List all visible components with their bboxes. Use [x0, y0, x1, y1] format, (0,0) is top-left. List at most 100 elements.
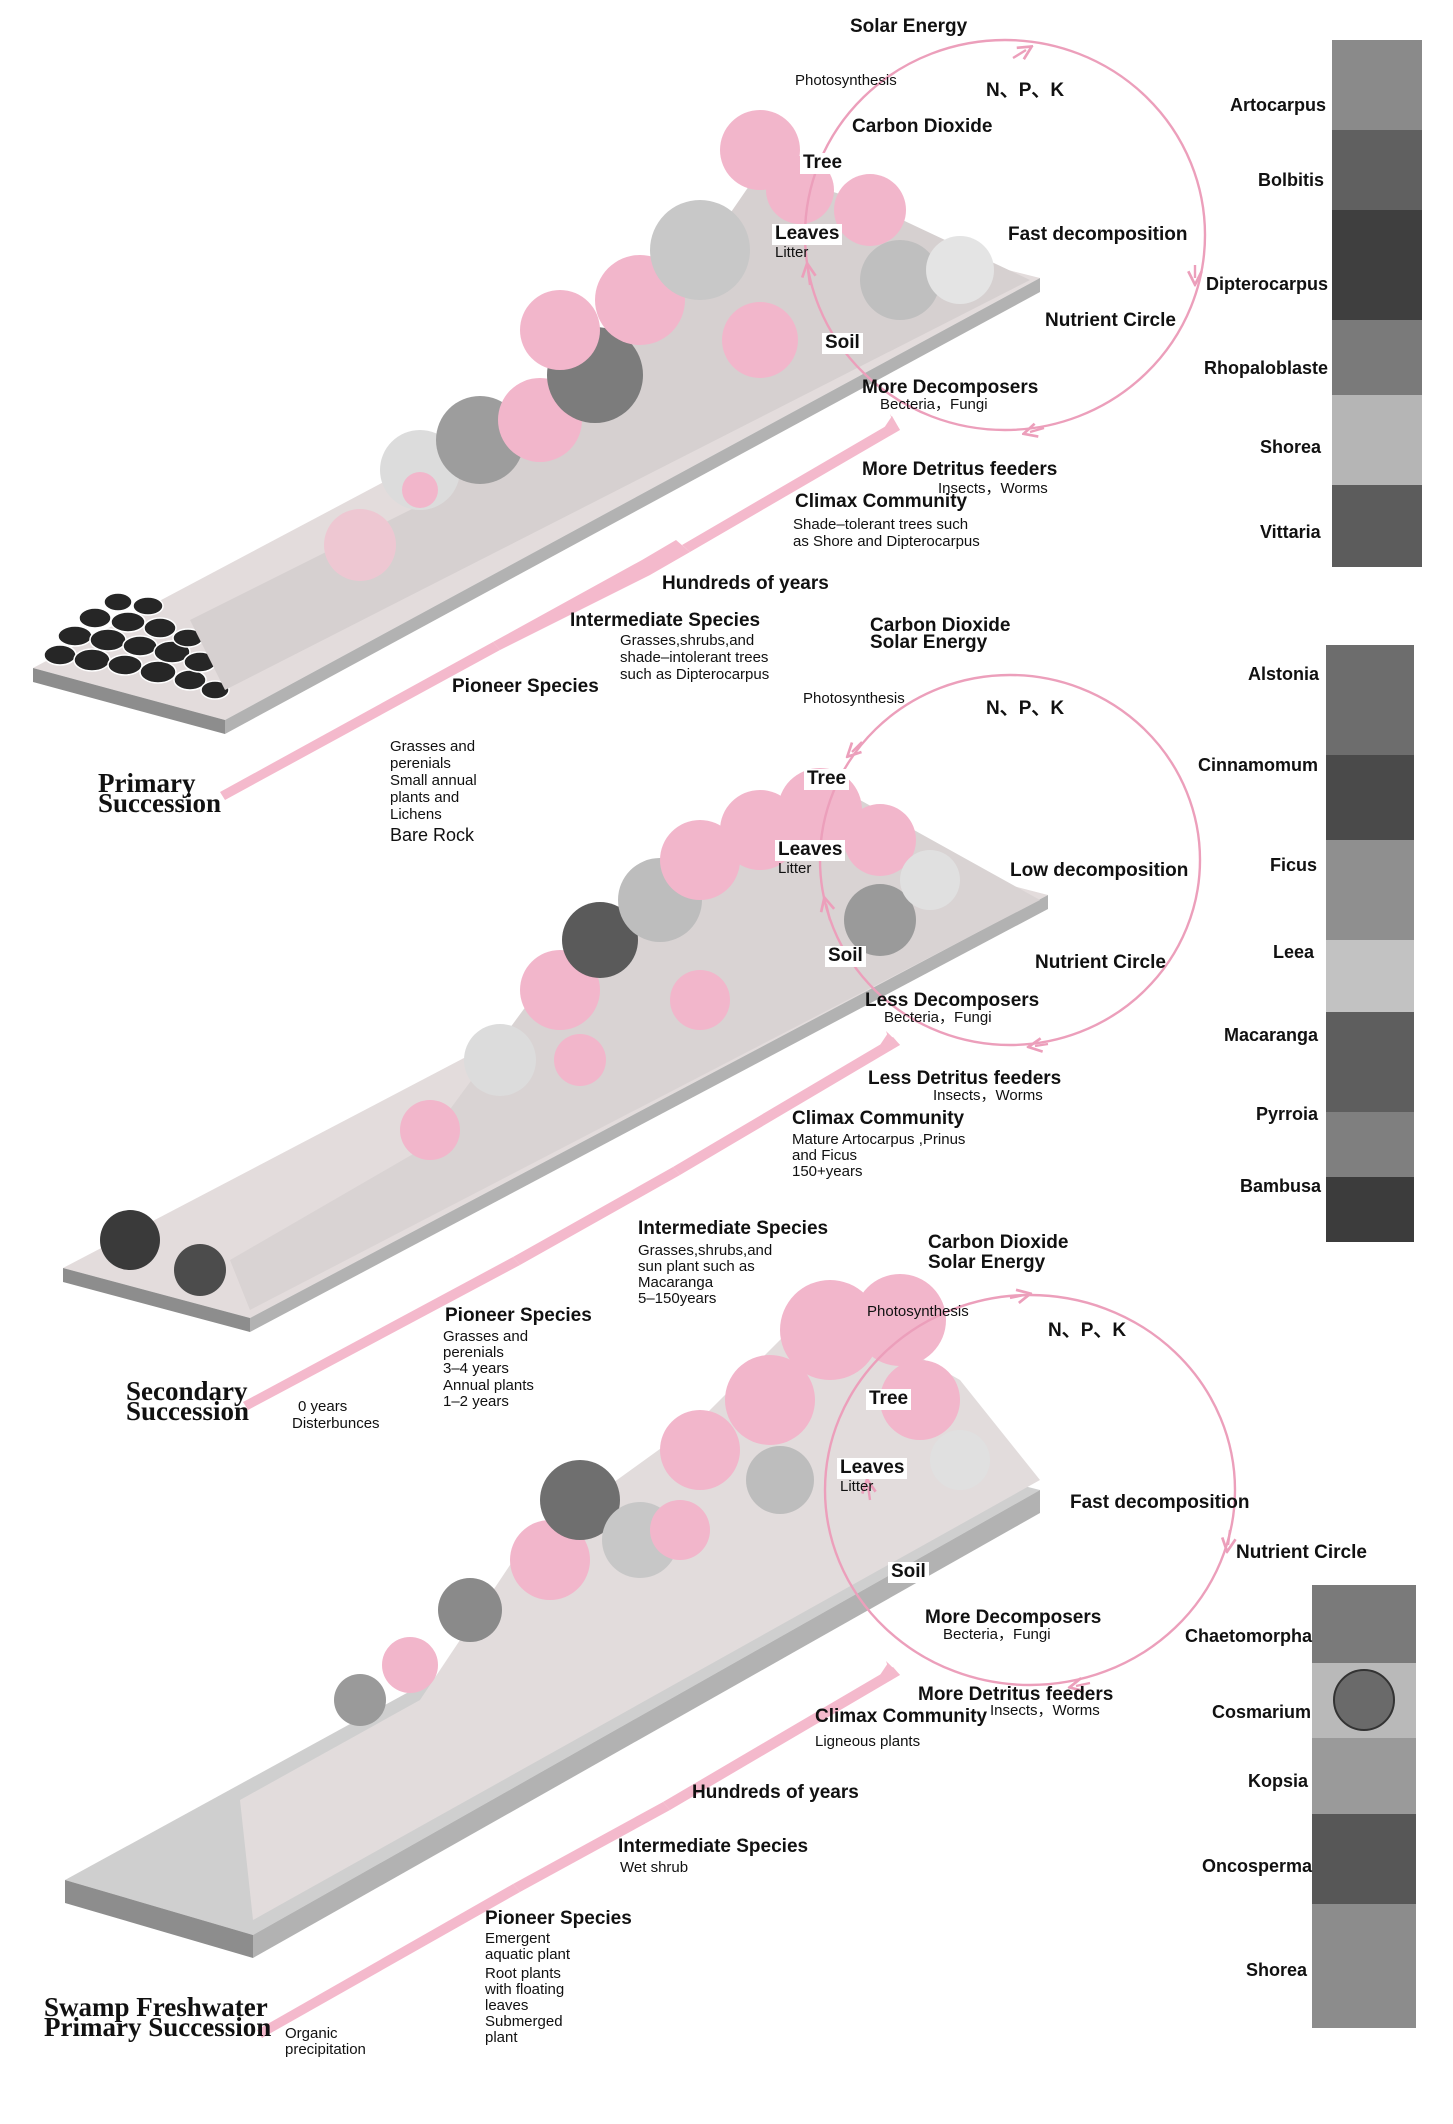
secondary-vegetation	[100, 768, 1040, 1310]
swamp-detritus: More Detritus feeders	[918, 1684, 1114, 1705]
swamp-tree-label: Tree	[866, 1388, 912, 1410]
primary-detritus-sub: Insects，Worms	[938, 480, 1048, 497]
primary-species-photos	[1332, 40, 1422, 567]
swamp-pioneer-note-4: with floating	[485, 1981, 565, 1998]
swamp-carbon-dioxide: Carbon Dioxide	[928, 1232, 1069, 1253]
primary-soil-label: Soil	[822, 332, 863, 354]
primary-carbon-dioxide: Carbon Dioxide	[852, 116, 993, 137]
species-label-alstonia: Alstonia	[1248, 664, 1320, 684]
secondary-succession-arrows	[243, 1031, 900, 1410]
primary-decomposers: More Decomposers	[862, 377, 1039, 398]
swamp-npk: N、P、K	[1048, 1320, 1127, 1341]
secondary-pioneer-note-2: perenials	[443, 1344, 504, 1361]
swamp-soil-label: Soil	[888, 1561, 929, 1583]
secondary-climax-note-3: 150+years	[792, 1163, 863, 1180]
secondary-climax-note-2: and Ficus	[792, 1147, 858, 1164]
swamp-intermediate-note-1: Wet shrub	[620, 1859, 689, 1876]
secondary-carbon-dioxide: Carbon Dioxide	[870, 615, 1011, 636]
species-label-ficus: Ficus	[1270, 855, 1318, 875]
swamp-photosynthesis: Photosynthesis	[867, 1303, 969, 1320]
species-label-vittaria: Vittaria	[1260, 522, 1321, 542]
species-label-bolbitis: Bolbitis	[1258, 170, 1324, 190]
secondary-title-line2: Succession	[126, 1396, 250, 1426]
primary-decomposition: Fast decomposition	[1008, 224, 1188, 245]
swamp-nutrient-cycle	[823, 1295, 1235, 1686]
species-label-macaranga: Macaranga	[1224, 1025, 1319, 1045]
secondary-decomposers: Less Decomposers	[865, 990, 1040, 1011]
species-label-cosmarium: Cosmarium	[1212, 1702, 1312, 1722]
primary-intermediate-note-2: shade–intolerant trees	[620, 649, 769, 666]
secondary-title-line1: Secondary	[126, 1376, 248, 1406]
primary-title-line1: Primary	[98, 768, 196, 798]
primary-tree-label: Tree	[800, 152, 846, 174]
swamp-pioneer-note-2: aquatic plant	[485, 1946, 571, 1963]
species-label-dipterocarpus: Dipterocarpus	[1206, 274, 1329, 294]
swamp-litter-label: Litter	[840, 1478, 874, 1495]
species-label-rhopaloblaste: Rhopaloblaste	[1204, 358, 1329, 378]
swamp-decomposers: More Decomposers	[925, 1607, 1102, 1628]
secondary-nutrient-circle: Nutrient Circle	[1035, 952, 1166, 973]
primary-time: Hundreds of years	[662, 573, 829, 594]
species-label-kopsia: Kopsia	[1248, 1771, 1309, 1791]
secondary-photosynthesis: Photosynthesis	[803, 690, 905, 707]
swamp-decomposition: Fast decomposition	[1070, 1492, 1250, 1513]
primary-pioneer-label: Pioneer Species	[452, 676, 599, 697]
primary-intermediate-note-1: Grasses,shrubs,and	[620, 632, 755, 649]
primary-origin-note-4: plants and	[390, 789, 460, 806]
primary-solar-energy: Solar Energy	[850, 16, 968, 37]
primary-intermediate-label: Intermediate Species	[570, 610, 761, 631]
species-label-pyrroia: Pyrroia	[1256, 1104, 1319, 1124]
primary-origin-note-5: Lichens	[390, 806, 442, 823]
primary-leaves-label: Leaves	[772, 223, 843, 245]
swamp-pioneer-note-3: Root plants	[485, 1965, 561, 1982]
secondary-climax-label: Climax Community	[792, 1108, 965, 1129]
secondary-pioneer-note-1: Grasses and	[443, 1328, 529, 1345]
swamp-climax-note-1: Ligneous plants	[815, 1733, 921, 1750]
species-label-shorea-2: Shorea	[1246, 1960, 1308, 1980]
secondary-detritus: Less Detritus feeders	[868, 1068, 1062, 1089]
secondary-tree-label: Tree	[804, 768, 850, 790]
species-label-shorea-1: Shorea	[1260, 437, 1322, 457]
primary-decomposers-sub: Becteria，Fungi	[880, 396, 988, 413]
primary-bare-rock	[43, 592, 230, 700]
swamp-species-photos	[1312, 1585, 1416, 2028]
swamp-succession-arrows	[257, 1661, 900, 2038]
primary-origin: Bare Rock	[390, 825, 475, 845]
primary-origin-note-3: Small annual	[390, 772, 477, 789]
primary-detritus: More Detritus feeders	[862, 459, 1058, 480]
secondary-pioneer-note-3: 3–4 years	[443, 1360, 509, 1377]
secondary-intermediate-label: Intermediate Species	[638, 1218, 829, 1239]
secondary-pioneer-note-5: 1–2 years	[443, 1393, 509, 1410]
species-label-bambusa: Bambusa	[1240, 1176, 1322, 1196]
primary-succession-arrows	[220, 414, 900, 800]
swamp-pioneer-note-7: plant	[485, 2029, 518, 2046]
swamp-detritus-sub: Insects，Worms	[990, 1702, 1100, 1719]
swamp-time: Hundreds of years	[692, 1782, 859, 1803]
primary-title-line2: Succession	[98, 788, 222, 818]
secondary-pioneer-label: Pioneer Species	[445, 1305, 592, 1326]
secondary-solar-energy: Solar Energy	[870, 632, 988, 653]
swamp-origin: Organic	[285, 2025, 338, 2042]
species-label-oncosperma: Oncosperma	[1202, 1856, 1313, 1876]
primary-origin-note-2: perenials	[390, 755, 451, 772]
primary-nutrient-circle: Nutrient Circle	[1045, 310, 1176, 331]
species-label-chaetomorpha: Chaetomorpha	[1185, 1626, 1313, 1646]
swamp-decomposers-sub: Becteria，Fungi	[943, 1626, 1051, 1643]
secondary-origin-sub: Disterbunces	[292, 1415, 380, 1432]
secondary-detritus-sub: Insects，Worms	[933, 1087, 1043, 1104]
secondary-intermediate-note-4: 5–150years	[638, 1290, 717, 1307]
swamp-nutrient-circle: Nutrient Circle	[1236, 1542, 1367, 1563]
secondary-litter-label: Litter	[778, 860, 812, 877]
secondary-intermediate-note-1: Grasses,shrubs,and	[638, 1242, 773, 1259]
secondary-decomposers-sub: Becteria，Fungi	[884, 1009, 992, 1026]
secondary-npk: N、P、K	[986, 698, 1065, 719]
primary-climax-note-2: as Shore and Dipterocarpus	[793, 533, 980, 550]
primary-photosynthesis: Photosynthesis	[795, 72, 897, 89]
primary-vegetation	[190, 110, 1030, 690]
secondary-pioneer-note-4: Annual plants	[443, 1377, 534, 1394]
swamp-pioneer-note-5: leaves	[485, 1997, 529, 2014]
swamp-climax-label: Climax Community	[815, 1706, 988, 1727]
primary-climax-note-1: Shade–tolerant trees such	[793, 516, 969, 533]
